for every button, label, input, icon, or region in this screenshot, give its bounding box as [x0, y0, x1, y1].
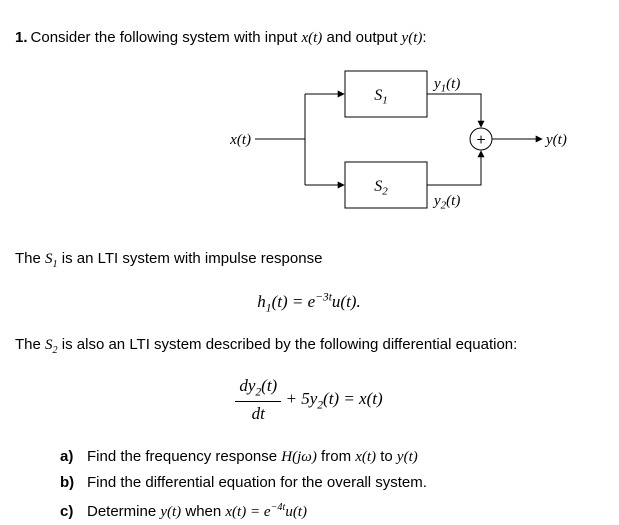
question-a: a) Find the frequency response H(jω) from…: [60, 444, 603, 470]
fraction: dy2(t) dt: [235, 376, 282, 424]
y2-signal-label: y2(t): [432, 193, 460, 212]
summing-junction: [469, 127, 493, 151]
question-a-math-2: x(t): [355, 449, 377, 466]
question-c: c) Determine y(t) when x(t) = e−4tu(t): [60, 495, 603, 525]
para2-math-s2: S2: [45, 337, 58, 357]
question-c-math-1: y(t): [160, 504, 182, 521]
question-c-math-2: x(t) = e−4tu(t): [225, 502, 307, 521]
problem-statement: 1.Consider the following system with inp…: [15, 27, 603, 49]
paragraph-s1: The S1 is an LTI system with impulse res…: [15, 248, 603, 275]
question-c-text-1: Determine: [87, 503, 161, 521]
question-a-text-2: from: [316, 448, 356, 466]
para1-math-s1: S1: [45, 251, 58, 270]
output-signal-label: y(t): [544, 132, 567, 148]
equation-differential: dy2(t) dt + 5y2(t) = x(t): [15, 376, 603, 424]
question-b: b) Find the differential equation for the…: [60, 470, 603, 495]
para1-text-1: The: [15, 250, 46, 267]
question-c-label: c): [60, 503, 74, 521]
eq1-lhs: h1(t) = e−3tu(t).: [257, 290, 361, 315]
question-a-text-1: Find the frequency response: [87, 448, 282, 466]
paragraph-s2: The S2 is also an LTI system described b…: [15, 334, 603, 361]
para2-text-2: is also an LTI system described by the f…: [57, 336, 518, 354]
intro-text-1: Consider the following system with input: [30, 29, 302, 46]
plus-sign: +: [476, 133, 486, 147]
question-a-math-1: H(jω): [281, 449, 317, 466]
question-b-label: b): [60, 474, 75, 492]
s1-label: S1: [374, 87, 388, 107]
signal-lines: [255, 90, 543, 189]
intro-text-3: :: [422, 29, 427, 46]
problem-number: 1.: [15, 29, 28, 46]
intro-math-y: y(t): [401, 30, 423, 46]
s2-label: S2: [374, 178, 388, 198]
para1-text-2: is an LTI system with impulse response: [57, 250, 323, 267]
block-diagram: S1 S2 x(t) y1(t) y2(t) + y(t): [229, 70, 567, 212]
para2-text-1: The: [15, 336, 46, 354]
fraction-denominator: dt: [251, 404, 265, 424]
question-a-math-3: y(t): [396, 449, 418, 466]
s2-block: [344, 161, 428, 209]
intro-text-2: and output: [322, 29, 402, 46]
fraction-numerator: dy2(t): [235, 376, 282, 403]
s1-block: [344, 70, 428, 118]
eq2-rest: + 5y2(t) = x(t): [281, 389, 383, 412]
question-c-text-2: when: [181, 503, 226, 521]
question-a-text-3: to: [376, 448, 397, 466]
question-list: a) Find the frequency response H(jω) from…: [15, 444, 603, 525]
equation-impulse-response: h1(t) = e−3tu(t).: [15, 290, 603, 314]
question-b-text-1: Find the differential equation for the o…: [87, 474, 427, 492]
question-a-label: a): [60, 448, 74, 466]
y1-signal-label: y1(t): [432, 76, 460, 95]
input-signal-label: x(t): [229, 132, 251, 148]
intro-math-x: x(t): [301, 30, 323, 46]
